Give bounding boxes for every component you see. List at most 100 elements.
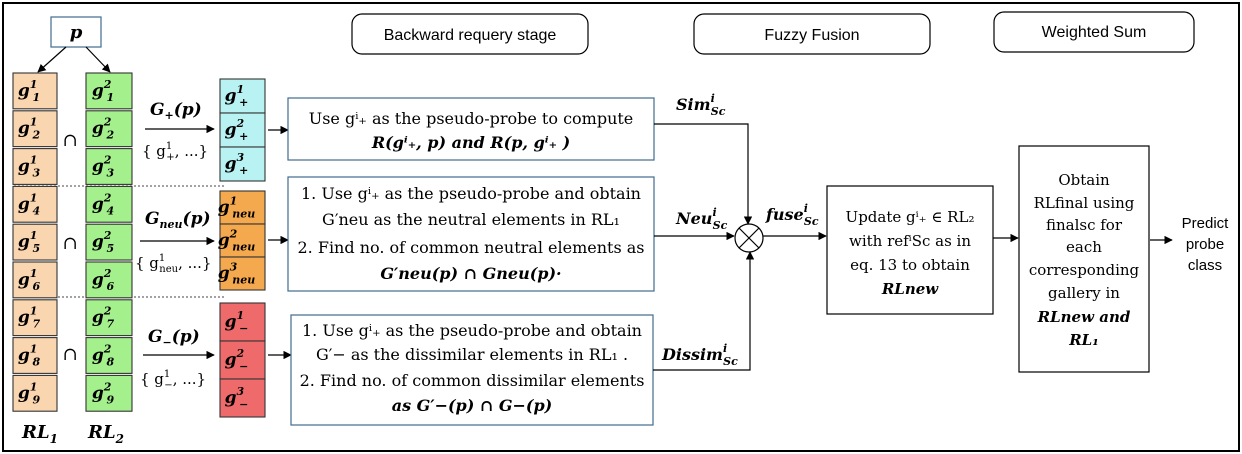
svg-text:Gneu(p): Gneu(p): [145, 209, 211, 231]
process-neutral-line2: G′neu as the neutral elements in RL₁: [322, 210, 620, 229]
process-box-positive: [287, 97, 655, 161]
stage-weighted-box: [993, 11, 1195, 53]
update-box: [826, 185, 994, 315]
svg-text:G+(p): G+(p): [150, 100, 202, 122]
rl2-cell-3: [85, 148, 133, 185]
update-line2: with refⁱSc as in: [849, 232, 971, 250]
rl2-cell-2: [85, 110, 133, 148]
update-line3: eq. 13 to obtain: [850, 256, 970, 274]
positive-cell-1-label: g1+: [225, 83, 249, 109]
rl2-label: RL2: [87, 422, 124, 446]
positive-cell-3: [219, 146, 266, 182]
process-negative-line2: G′− as the dissimilar elements in RL₁ .: [316, 345, 628, 364]
set-label-positive: G+(p) { g1+, ...}: [142, 100, 215, 163]
output-line3: class: [1188, 257, 1222, 274]
rl2-cell-1: [85, 72, 133, 110]
set-label-negative: G−(p) { g1−, ...}: [140, 327, 215, 391]
process-negative-line4: as G′−(p) ∩ G−(p): [392, 396, 553, 415]
rl2-cell-6: [85, 261, 133, 299]
process-negative-line3: 2. Find no. of common dissimilar element…: [300, 371, 645, 390]
rl1-cell-1: [12, 72, 58, 110]
process-negative-line1: 1. Use gⁱ₊ as the pseudo-probe and obtai…: [302, 321, 642, 340]
rl1-cell-3: [12, 148, 58, 185]
obtain-line3: finalsc for: [1046, 216, 1123, 234]
stage-weighted-label: Weighted Sum: [1042, 24, 1147, 41]
process-neutral-line3: 2. Find no. of common neutral elements a…: [297, 238, 644, 257]
update-line4: RLnew: [881, 280, 939, 298]
process-neutral-line1: 1. Use gⁱ₊ as the pseudo-probe and obtai…: [301, 184, 641, 203]
probe-to-rl1-arrow: [37, 46, 67, 73]
obtain-line2: RLfinal using: [1034, 194, 1135, 212]
stage-fuzzy-box: [693, 13, 931, 55]
svg-text:G−(p): G−(p): [148, 327, 200, 349]
output-line2: probe: [1186, 236, 1224, 253]
stage-backward-box: [351, 13, 589, 55]
obtain-line6: gallery in: [1048, 284, 1120, 302]
intersection-symbol-3: ∩: [62, 344, 77, 365]
dissim-edge: [653, 251, 755, 371]
process-box-negative: [290, 314, 654, 426]
sim-edge: [654, 123, 753, 225]
obtain-line4: each: [1066, 238, 1102, 256]
negative-cell-3-label: g3−: [225, 385, 249, 411]
update-line1: Update gⁱ₊ ∈ RL₂: [846, 208, 975, 226]
rl2-cell-9: [85, 374, 133, 412]
obtain-line1: Obtain: [1058, 171, 1110, 189]
svg-text:{ g1−, ...}: { g1−, ...}: [140, 369, 206, 391]
obtain-line5: corresponding: [1029, 261, 1140, 279]
neutral-cell-2: [219, 223, 266, 258]
stage-fuzzy-label: Fuzzy Fusion: [764, 27, 859, 44]
intersection-symbol-1: ∩: [62, 130, 77, 151]
neutral-cell-3: [219, 256, 266, 291]
neutral-cell-1: [219, 190, 266, 225]
rl1-label: RL1: [21, 422, 58, 446]
rl1-cell-7: [12, 299, 58, 337]
rl1-cell-8: [12, 337, 58, 374]
process-neutral-line4: G′neu(p) ∩ Gneu(p)·: [380, 264, 561, 283]
output-line1: Predict: [1182, 215, 1230, 232]
probe-label: p: [70, 22, 83, 43]
obtain-box: [1018, 145, 1150, 373]
process-box-neutral: [287, 176, 655, 292]
intersection-symbol-2: ∩: [62, 233, 77, 254]
rl1-cell-6: [12, 261, 58, 299]
probe-to-rl2-arrow: [85, 46, 111, 73]
svg-text:{ g1+, ...}: { g1+, ...}: [142, 141, 208, 163]
obtain-line7: RLnew and: [1037, 308, 1131, 326]
positive-cell-2-label: g2+: [225, 117, 249, 143]
rl1-cell-5: [12, 223, 58, 261]
negative-cell-1-label: g1−: [225, 309, 249, 335]
process-positive-line1: Use gⁱ₊ as the pseudo-probe to compute: [309, 109, 634, 128]
rl2-cell-4: [85, 185, 133, 223]
positive-cell-2: [219, 112, 266, 148]
stage-backward-label: Backward requery stage: [384, 27, 557, 44]
rl1-cell-4: [12, 185, 58, 223]
rl2-cell-5: [85, 223, 133, 261]
